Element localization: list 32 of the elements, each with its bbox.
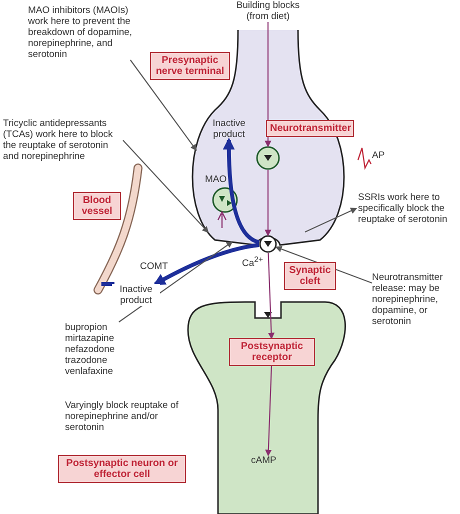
ion-label: Ca$^{2+}$	[242, 254, 262, 270]
annotation-text: SSRIs work here to specifically block the reuptake of serotonin	[358, 192, 458, 225]
input-label: Building blocks (from diet)	[230, 0, 306, 22]
product-label: Inactive product	[112, 284, 160, 306]
arrow	[264, 170, 272, 236]
arrow	[268, 252, 275, 340]
annotation-text: Neurotransmitter release: may be norepinephrine, dopamine, or serotonin	[372, 272, 460, 327]
annotation-text: MAO inhibitors (MAOIs) work here to prevent the breakdown of dopamine, norepinephrine, and serotonin	[28, 5, 138, 60]
reuptake-arrow	[153, 243, 260, 286]
edge-label: COMT	[140, 261, 168, 272]
arrow	[264, 22, 272, 148]
note-text: Varyingly block reuptake of norepinephrine and/or serotonin	[65, 400, 180, 433]
molecule-label: cAMP	[251, 455, 285, 466]
leader-line	[304, 208, 358, 232]
region-label: Postsynaptic neuron or effector cell	[58, 455, 186, 483]
reuptake-arrow	[222, 138, 260, 244]
annotation-text: Tricyclic antidepressants (TCAs) work here to block the reuptake of serotonin and norepinephrine	[3, 118, 123, 162]
arrow	[265, 366, 272, 456]
region-label: Presynaptic nerve terminal	[150, 52, 230, 80]
leader-line	[275, 246, 372, 284]
region-label: Blood vessel	[73, 192, 121, 220]
enzyme-label: MAO	[205, 174, 231, 185]
release-vesicle-circle	[259, 235, 277, 253]
leader-line	[122, 140, 209, 233]
region-label: Postsynaptic receptor	[229, 338, 315, 366]
region-label: Synaptic cleft	[284, 262, 336, 290]
region-label: Neurotransmitter	[266, 120, 354, 137]
vesicle-circle	[256, 146, 280, 170]
product-label: Inactive product	[205, 118, 253, 140]
leader-line	[130, 60, 197, 151]
signal-label: AP	[372, 150, 386, 161]
drug-list: bupropion mirtazapine nefazodone trazodone venlafaxine	[65, 322, 127, 377]
